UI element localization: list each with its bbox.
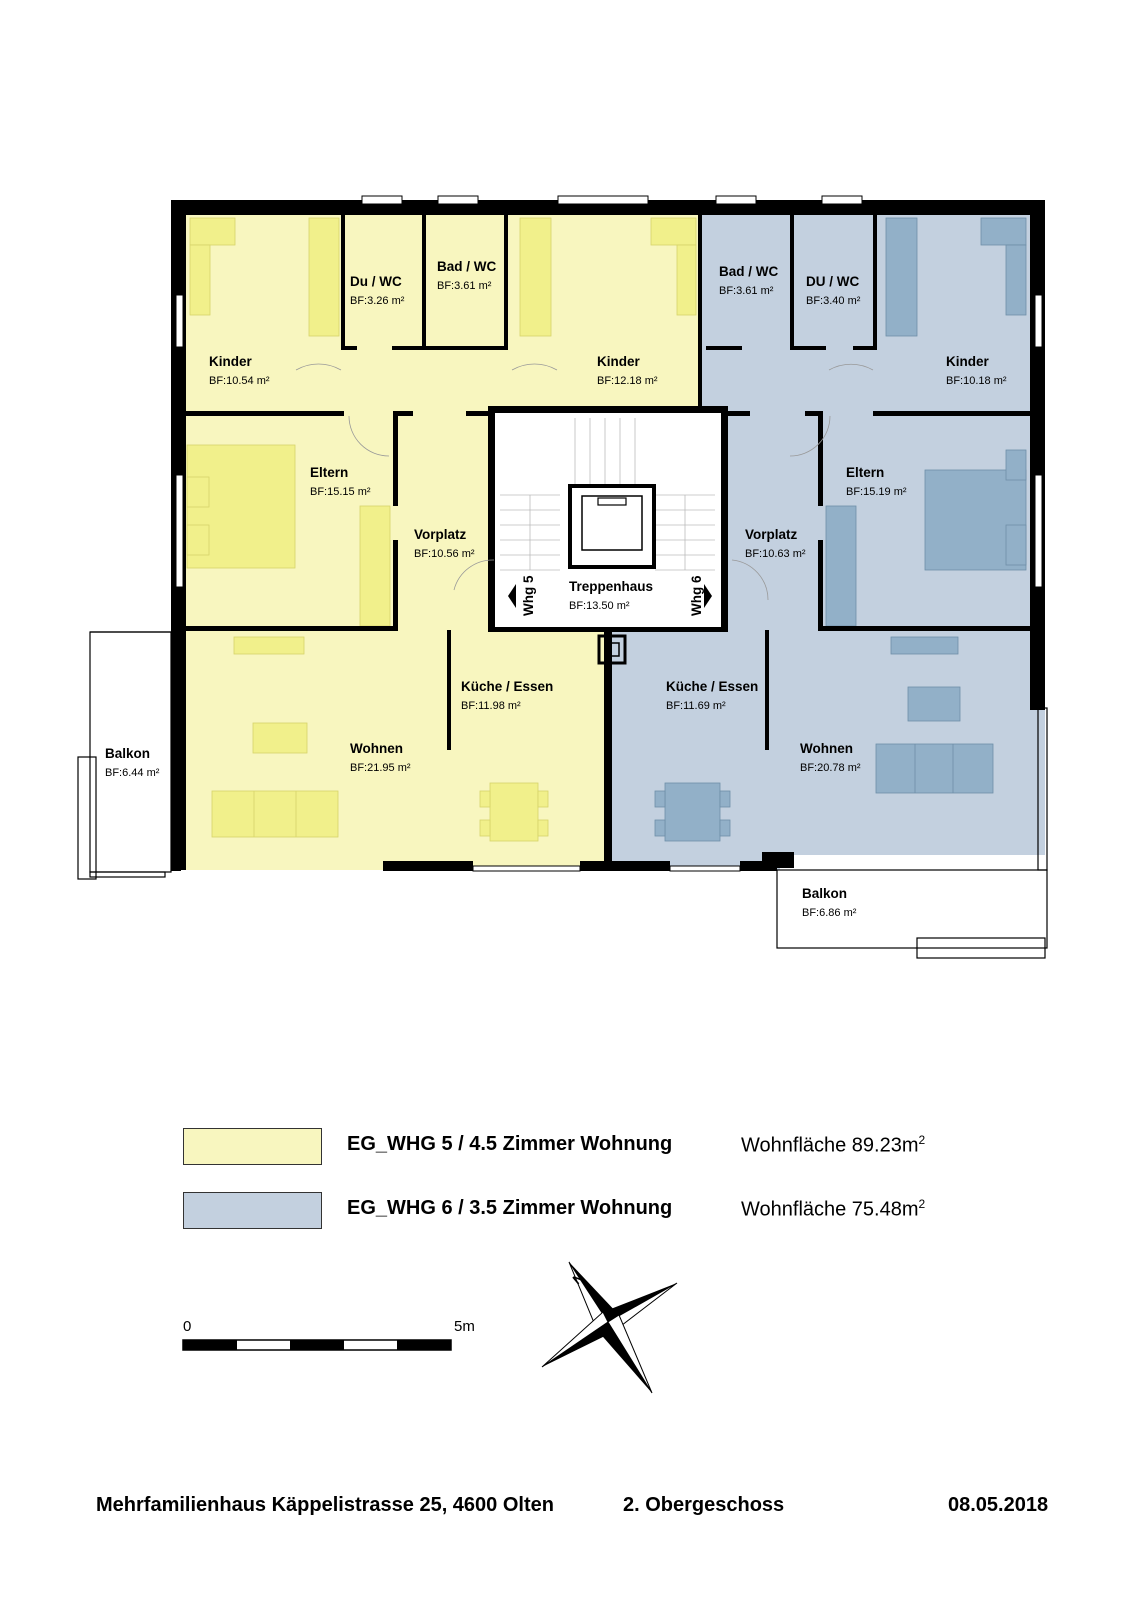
footer-address: Mehrfamilienhaus Käppelistrasse 25, 4600… (96, 1494, 554, 1516)
room-kueche-2-area: BF:11.69 m² (666, 700, 726, 712)
room-du-wc-2-area: BF:3.40 m² (806, 295, 861, 307)
room-vorplatz-2-name: Vorplatz (745, 527, 798, 542)
room-eltern-2-area: BF:15.19 m² (846, 486, 907, 498)
room-kueche-1-area: BF:11.98 m² (461, 700, 521, 712)
room-kinder-3-area: BF:10.18 m² (946, 375, 1007, 387)
room-eltern-2-name: Eltern (846, 465, 884, 480)
room-balkon-1-name: Balkon (105, 746, 150, 761)
room-du-wc-2-name: DU / WC (806, 274, 859, 289)
room-wohnen-1-name: Wohnen (350, 741, 403, 756)
room-bad-wc-2-name: Bad / WC (719, 264, 778, 279)
compass-rose-icon: N (541, 1261, 678, 1394)
scale-bar (182, 1339, 452, 1351)
room-bad-wc-2-area: BF:3.61 m² (719, 285, 774, 297)
footer-floor: 2. Obergeschoss (623, 1494, 785, 1516)
stair-label-whg5: Whg 5 (521, 575, 536, 616)
room-wohnen-2-name: Wohnen (800, 741, 853, 756)
room-treppenhaus-name: Treppenhaus (569, 579, 653, 594)
room-bad-wc-1-name: Bad / WC (437, 259, 496, 274)
room-balkon-2-area: BF:6.86 m² (802, 907, 857, 919)
room-vorplatz-2-area: BF:10.63 m² (745, 548, 806, 560)
room-du-wc-1-name: Du / WC (350, 274, 402, 289)
furniture-unit5 (186, 217, 697, 842)
legend-area-unit6: Wohnfläche 75.48m2 (741, 1197, 926, 1221)
whg6-arrow-icon (704, 584, 712, 608)
scale-label-end: 5m (454, 1318, 475, 1335)
footer-date: 08.05.2018 (948, 1494, 1049, 1516)
staircase-fill (495, 413, 721, 632)
room-kinder-2-name: Kinder (597, 354, 641, 369)
scale-label-start: 0 (183, 1318, 192, 1335)
windows (175, 195, 1043, 872)
furniture-unit6 (654, 217, 1027, 842)
room-kinder-2-area: BF:12.18 m² (597, 375, 658, 387)
door-swings (295, 363, 874, 601)
legend-swatch-unit6 (183, 1192, 322, 1229)
legend-swatch-unit5 (183, 1128, 322, 1165)
room-balkon-1-area: BF:6.44 m² (105, 767, 160, 779)
whg5-arrow-icon (508, 584, 516, 608)
room-kueche-1-name: Küche / Essen (461, 679, 553, 694)
room-kueche-2-name: Küche / Essen (666, 679, 758, 694)
room-vorplatz-1-area: BF:10.56 m² (414, 548, 475, 560)
room-du-wc-1-area: BF:3.26 m² (350, 295, 405, 307)
unit-5-fill (171, 200, 702, 870)
legend-title-unit6: EG_WHG 6 / 3.5 Zimmer Wohnung (347, 1197, 673, 1219)
room-wohnen-2-area: BF:20.78 m² (800, 762, 861, 774)
room-bad-wc-1-area: BF:3.61 m² (437, 280, 492, 292)
room-kinder-3-name: Kinder (946, 354, 990, 369)
room-eltern-1-area: BF:15.15 m² (310, 486, 371, 498)
room-labels: Kinder BF:10.54 m² Du / WC BF:3.26 m² Ba… (105, 259, 1007, 919)
room-kinder-1-name: Kinder (209, 354, 253, 369)
room-eltern-1-name: Eltern (310, 465, 348, 480)
legend-title-unit5: EG_WHG 5 / 4.5 Zimmer Wohnung (347, 1133, 673, 1155)
room-balkon-2-name: Balkon (802, 886, 847, 901)
elevator (568, 484, 656, 569)
room-treppenhaus-area: BF:13.50 m² (569, 600, 630, 612)
stair-label-whg6: Whg 6 (689, 575, 704, 616)
stair-details (500, 418, 715, 571)
legend-area-unit5: Wohnfläche 89.23m2 (741, 1133, 926, 1157)
room-kinder-1-area: BF:10.54 m² (209, 375, 270, 387)
room-vorplatz-1-name: Vorplatz (414, 527, 467, 542)
room-wohnen-1-area: BF:21.95 m² (350, 762, 411, 774)
